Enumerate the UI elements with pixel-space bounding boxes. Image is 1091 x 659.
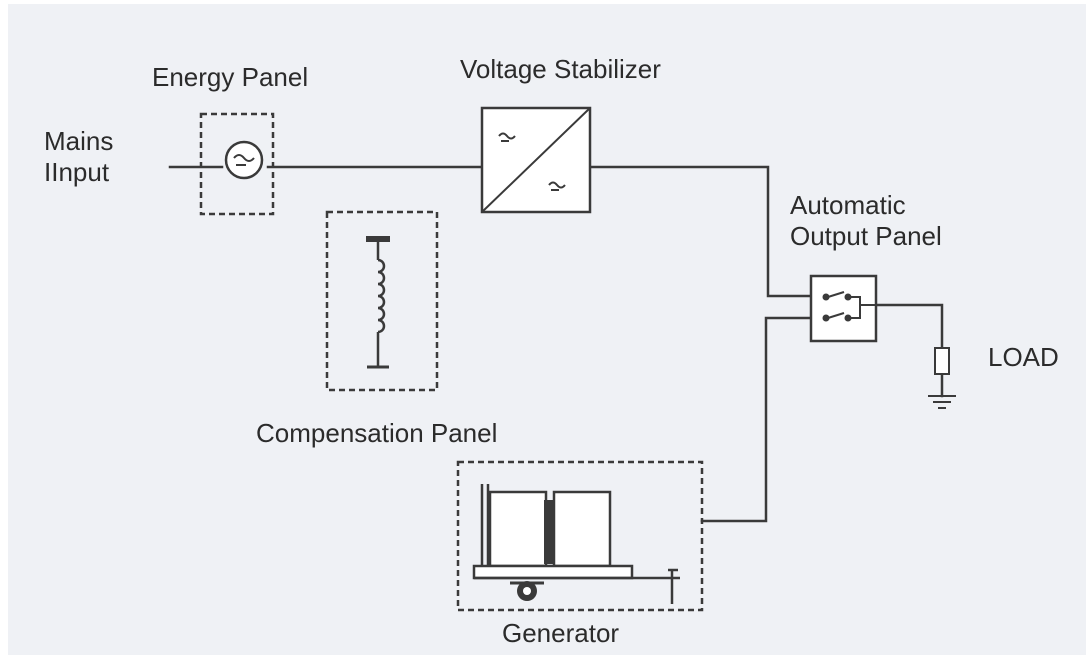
generator-icon xyxy=(472,484,680,604)
automatic-output-panel xyxy=(809,274,878,343)
stabilizer-to-auto-panel-wire xyxy=(588,165,814,298)
voltage-stabilizer xyxy=(480,106,592,214)
inductor-icon xyxy=(366,236,390,369)
automatic-output-panel-label-line1: Automatic xyxy=(790,190,906,220)
load-resistor-icon xyxy=(928,347,956,409)
compensation-panel xyxy=(325,210,439,392)
mains-input-label-line1: Mains xyxy=(44,126,114,156)
ac-input-symbol xyxy=(498,132,516,140)
ac-source-icon xyxy=(224,140,264,180)
energy-panel-label: Energy Panel xyxy=(152,62,309,92)
energy-panel xyxy=(199,112,275,216)
automatic-output-panel-label: Automatic Output Panel xyxy=(790,190,942,252)
automatic-output-panel-label-line2: Output Panel xyxy=(790,221,942,252)
generator xyxy=(456,460,704,612)
transfer-switch-icon xyxy=(822,291,876,322)
auto-panel-to-load-wire xyxy=(874,303,944,350)
generator-to-auto-panel-wire xyxy=(700,316,814,523)
generator-label: Generator xyxy=(502,618,620,648)
compensation-panel-label: Compensation Panel xyxy=(256,418,498,448)
load-label: LOAD xyxy=(988,342,1059,372)
mains-input-label: Mains IInput xyxy=(44,126,113,188)
mains-input-label-line2: IInput xyxy=(44,157,110,188)
voltage-stabilizer-label: Voltage Stabilizer xyxy=(460,54,661,84)
ac-output-symbol xyxy=(548,181,566,189)
